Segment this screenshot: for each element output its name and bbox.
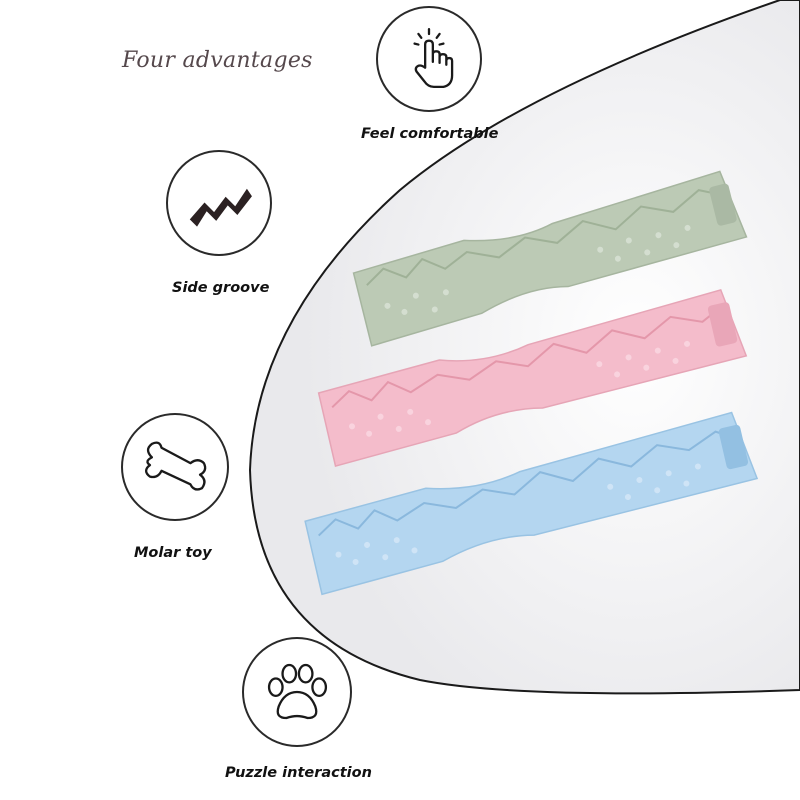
paw-print-icon <box>267 663 328 720</box>
toy-pink <box>317 289 748 468</box>
hand-touch-icon <box>413 28 454 89</box>
feature-3-label: Molar toy <box>134 545 212 561</box>
zigzag-groove-icon <box>189 188 252 227</box>
toy-green <box>352 170 748 347</box>
feature-4-badge <box>242 637 352 747</box>
feature-3-badge <box>121 413 229 521</box>
bone-icon <box>144 441 207 491</box>
page-title: Four advantages <box>122 48 313 73</box>
toy-blue <box>304 411 759 596</box>
feature-1-badge <box>376 6 482 112</box>
feature-1-label: Feel comfortable <box>361 126 499 142</box>
feature-2-label: Side groove <box>172 280 270 296</box>
feature-4-label: Puzzle interaction <box>225 765 372 781</box>
feature-2-badge <box>166 150 272 256</box>
